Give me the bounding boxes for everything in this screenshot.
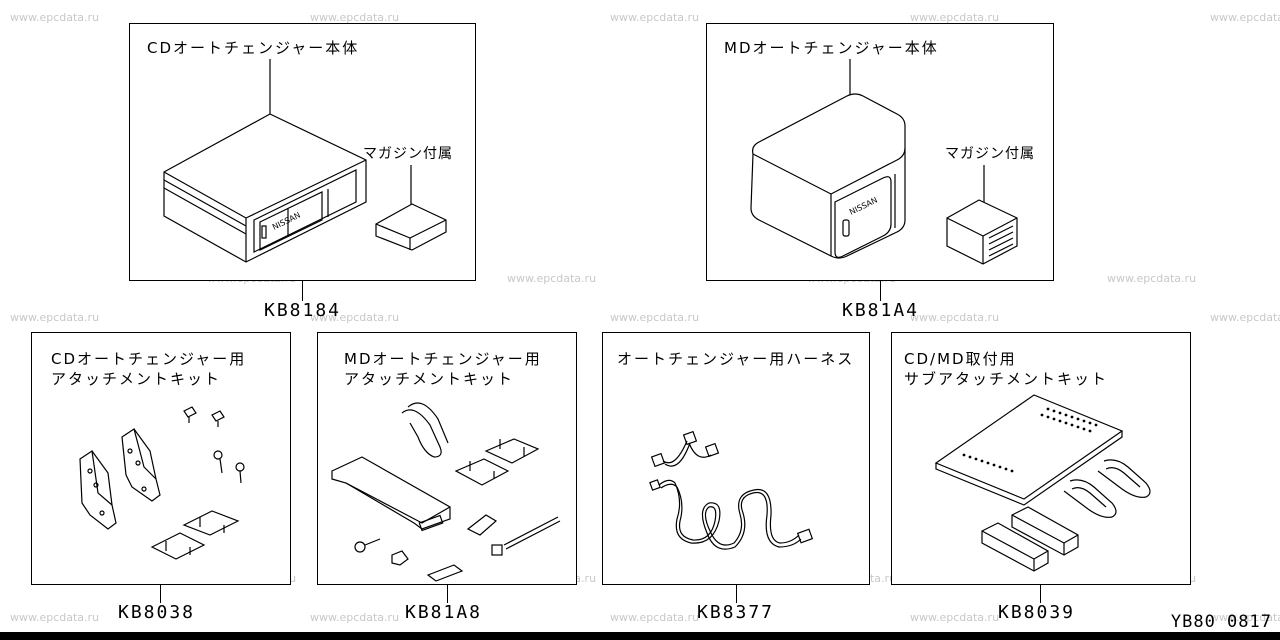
part-code[interactable]: KB8377 (697, 602, 775, 623)
harness-illustration (649, 430, 814, 550)
diagram-reference-code: YB80 0817 (1170, 612, 1272, 632)
watermark: www.epcdata.ru (910, 11, 1000, 24)
panel-title-line2: アタッチメントキット (51, 370, 222, 388)
panel-title-line1: CD/MD取付用 (904, 350, 1017, 368)
watermark: www.epcdata.ru (610, 611, 700, 624)
magazine-callout: マガジン付属 (945, 146, 1035, 162)
panel-cd-attachment-kit[interactable]: CDオートチェンジャー用 アタッチメントキット (31, 332, 291, 585)
leader-line (736, 585, 737, 603)
leader-line (1040, 585, 1041, 603)
watermark: www.epcdata.ru (910, 611, 1000, 624)
watermark: www.epcdata.ru (10, 311, 100, 324)
watermark: www.epcdata.ru (1107, 272, 1197, 285)
leader-line (160, 585, 161, 603)
part-code[interactable]: KB81A8 (405, 602, 483, 623)
watermark: www.epcdata.ru (10, 11, 100, 24)
watermark: www.epcdata.ru (310, 11, 400, 24)
sub-attachment-kit-illustration (934, 394, 1151, 572)
watermark: www.epcdata.ru (10, 611, 100, 624)
watermark: www.epcdata.ru (1210, 11, 1280, 24)
md-attachment-kit-illustration (331, 402, 561, 582)
watermark: www.epcdata.ru (507, 272, 597, 285)
panel-title-line1: MDオートチェンジャー用 (344, 350, 542, 368)
panel-title: MDオートチェンジャー本体 (724, 39, 939, 57)
leader-line (880, 281, 881, 301)
panel-sub-attachment-kit[interactable]: CD/MD取付用 サブアタッチメントキット (891, 332, 1191, 585)
panel-title-line1: オートチェンジャー用ハーネス (617, 350, 855, 368)
watermark: www.epcdata.ru (310, 611, 400, 624)
panel-title-line2: サブアタッチメントキット (904, 370, 1109, 388)
part-code[interactable]: KB8038 (118, 602, 196, 623)
magazine-callout: マガジン付属 (363, 146, 453, 162)
panel-title-line2: アタッチメントキット (344, 370, 515, 388)
panel-md-changer[interactable]: MDオートチェンジャー本体 マガジン付属 NISSAN (706, 23, 1054, 281)
cd-changer-illustration: NISSAN (163, 59, 447, 263)
leader-line (447, 585, 448, 603)
part-code[interactable]: KB8184 (264, 300, 342, 321)
watermark: www.epcdata.ru (610, 11, 700, 24)
leader-line (302, 281, 303, 301)
watermark: www.epcdata.ru (610, 311, 700, 324)
panel-md-attachment-kit[interactable]: MDオートチェンジャー用 アタッチメントキット (317, 332, 577, 585)
bottom-bar (0, 632, 1280, 640)
panel-title: CDオートチェンジャー本体 (147, 39, 360, 57)
part-code[interactable]: KB81A4 (842, 300, 920, 321)
watermark: www.epcdata.ru (910, 311, 1000, 324)
watermark: www.epcdata.ru (310, 311, 400, 324)
panel-harness[interactable]: オートチェンジャー用ハーネス (602, 332, 870, 585)
watermark: www.epcdata.ru (1210, 611, 1280, 624)
part-code[interactable]: KB8039 (998, 602, 1076, 623)
panel-cd-changer[interactable]: CDオートチェンジャー本体 マガジン付属 NISSAN (129, 23, 476, 281)
md-changer-illustration: NISSAN (750, 59, 1018, 265)
cd-attachment-kit-illustration (79, 406, 245, 560)
watermark: www.epcdata.ru (1210, 311, 1280, 324)
panel-title-line1: CDオートチェンジャー用 (51, 350, 247, 368)
